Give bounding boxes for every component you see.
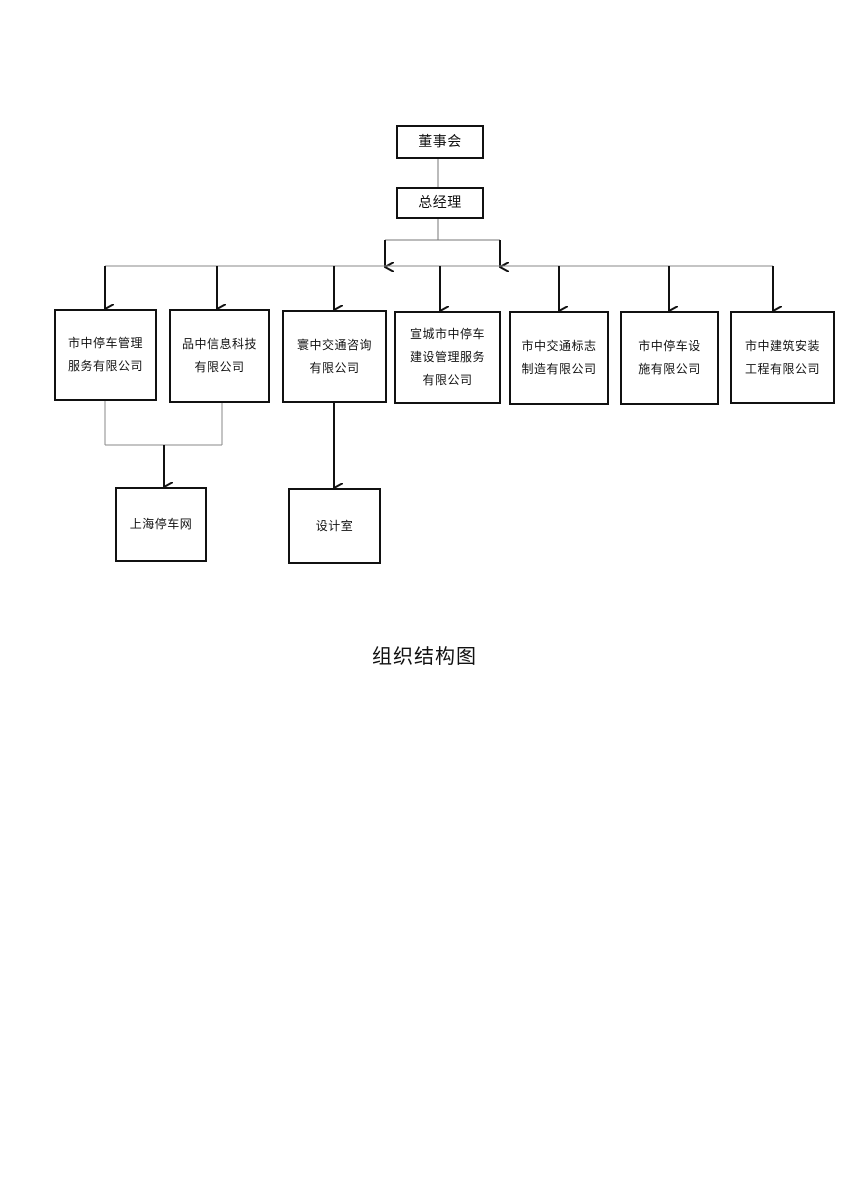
node-sub5: 市中交通标志 制造有限公司 (509, 311, 609, 405)
node-sub2: 品中信息科技 有限公司 (169, 309, 270, 403)
node-sub2-line2: 有限公司 (194, 360, 245, 374)
node-sub7-line2: 工程有限公司 (744, 361, 820, 376)
node-board: 董事会 (396, 125, 484, 159)
node-sub5-line2: 制造有限公司 (521, 362, 597, 376)
node-sub4-line2: 建设管理服务 (409, 350, 485, 365)
node-gm-line1: 总经理 (418, 194, 462, 211)
node-sub3-line1: 寰中交通咨询 (296, 337, 372, 352)
node-general-manager: 总经理 (396, 187, 484, 219)
node-shanghai-parking: 上海停车网 (115, 487, 207, 562)
node-sub1: 市中停车管理 服务有限公司 (54, 309, 157, 401)
node-sub4-line3: 有限公司 (422, 372, 473, 387)
node-sub2-line1: 品中信息科技 (181, 337, 257, 352)
node-sub5-line1: 市中交通标志 (521, 339, 597, 354)
node-design-office: 设计室 (288, 488, 381, 564)
node-sub1-line1: 市中停车管理 (67, 336, 143, 351)
node-sub4-line1: 宣城市中停车 (409, 327, 485, 342)
node-sub3-line2: 有限公司 (309, 360, 360, 375)
node-sub1-line2: 服务有限公司 (67, 359, 143, 373)
node-sub7: 市中建筑安装 工程有限公司 (730, 311, 835, 404)
node-sub4: 宣城市中停车 建设管理服务 有限公司 (394, 311, 501, 404)
node-sub6: 市中停车设 施有限公司 (620, 311, 719, 405)
node-sh-parking-line1: 上海停车网 (129, 517, 193, 532)
node-sub3: 寰中交通咨询 有限公司 (282, 310, 387, 403)
diagram-title: 组织结构图 (372, 644, 477, 668)
node-sub6-line1: 市中停车设 (638, 339, 701, 354)
node-sub7-line1: 市中建筑安装 (744, 338, 820, 353)
node-sub6-line2: 施有限公司 (638, 362, 701, 376)
node-design-line1: 设计室 (315, 518, 354, 533)
node-board-line1: 董事会 (418, 133, 462, 150)
